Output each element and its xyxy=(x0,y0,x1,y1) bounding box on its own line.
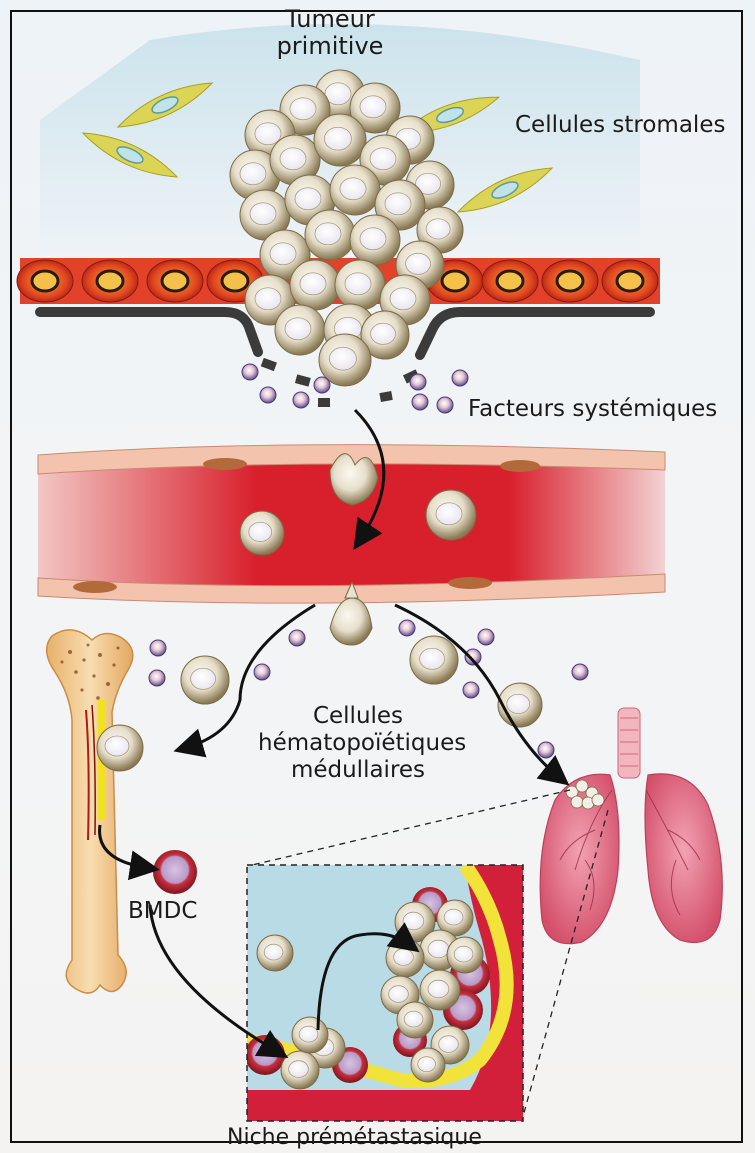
label-systemic-factors: Facteurs systémiques xyxy=(468,396,717,423)
factor-particle xyxy=(572,664,588,680)
niche-tumor-cell xyxy=(397,1002,433,1038)
label-stromal-cells: Cellules stromales xyxy=(515,112,725,139)
tumor-cell xyxy=(290,260,340,310)
factor-particle xyxy=(437,397,453,413)
epithelial-cell xyxy=(542,260,598,302)
niche-tumor-cell xyxy=(292,1017,328,1053)
label-premetastatic-niche: Niche prémétastasique xyxy=(227,1124,482,1151)
factor-particle xyxy=(463,682,479,698)
epithelial-cell xyxy=(602,260,658,302)
factor-particle xyxy=(412,394,428,410)
circulating-tumor-cell xyxy=(240,511,284,555)
factor-particle xyxy=(242,364,258,380)
niche-tumor-cell xyxy=(420,970,460,1010)
niche-inset xyxy=(245,865,523,1121)
label-primary-tumor: Tumeur primitive xyxy=(255,6,405,60)
tumor-cell xyxy=(350,215,400,265)
label-bone-marrow-cells: Cellules hématopoïétiques médullaires xyxy=(258,703,458,784)
bone xyxy=(47,630,133,993)
factor-particle xyxy=(478,629,494,645)
factor-particle xyxy=(314,377,330,393)
lung-tumor-cell xyxy=(571,796,583,808)
bmdc-cell xyxy=(153,850,197,894)
factor-particle xyxy=(150,640,166,656)
tumor-cell xyxy=(330,165,380,215)
factor-particle xyxy=(293,392,309,408)
circulating-tumor-cell xyxy=(181,656,229,704)
factor-particle xyxy=(410,374,426,390)
niche-tumor-cell xyxy=(447,937,483,973)
factor-particle xyxy=(289,630,305,646)
factor-particle xyxy=(538,742,554,758)
lung-tumor-cell xyxy=(592,794,604,806)
marrow-cell xyxy=(97,725,143,771)
label-bmdc: BMDC xyxy=(128,898,197,925)
epithelial-cell xyxy=(82,260,138,302)
lung-tumor-cell xyxy=(576,780,588,792)
factor-particle xyxy=(399,620,415,636)
tumor-cell xyxy=(335,260,385,310)
circulating-tumor-cell xyxy=(410,636,458,684)
lungs xyxy=(540,708,722,944)
niche-tumor-cell xyxy=(411,1048,445,1082)
niche-tumor-cell xyxy=(257,935,293,971)
epithelial-cell xyxy=(17,260,73,302)
epithelial-cell xyxy=(147,260,203,302)
factor-particle xyxy=(260,387,276,403)
tumor-cell xyxy=(314,114,366,166)
blood-vessel xyxy=(38,445,665,645)
bmdc-cell xyxy=(245,1035,285,1075)
niche-tumor-cell xyxy=(281,1051,319,1089)
factor-particle xyxy=(149,670,165,686)
epithelial-cell xyxy=(482,260,538,302)
circulating-tumor-cell xyxy=(426,490,476,540)
factor-particle xyxy=(254,664,270,680)
tumor-cell xyxy=(305,210,355,260)
niche-tumor-cell xyxy=(386,939,424,977)
circulating-tumor-cell xyxy=(498,683,542,727)
tumor-cell xyxy=(275,305,325,355)
factor-particle xyxy=(452,370,468,386)
